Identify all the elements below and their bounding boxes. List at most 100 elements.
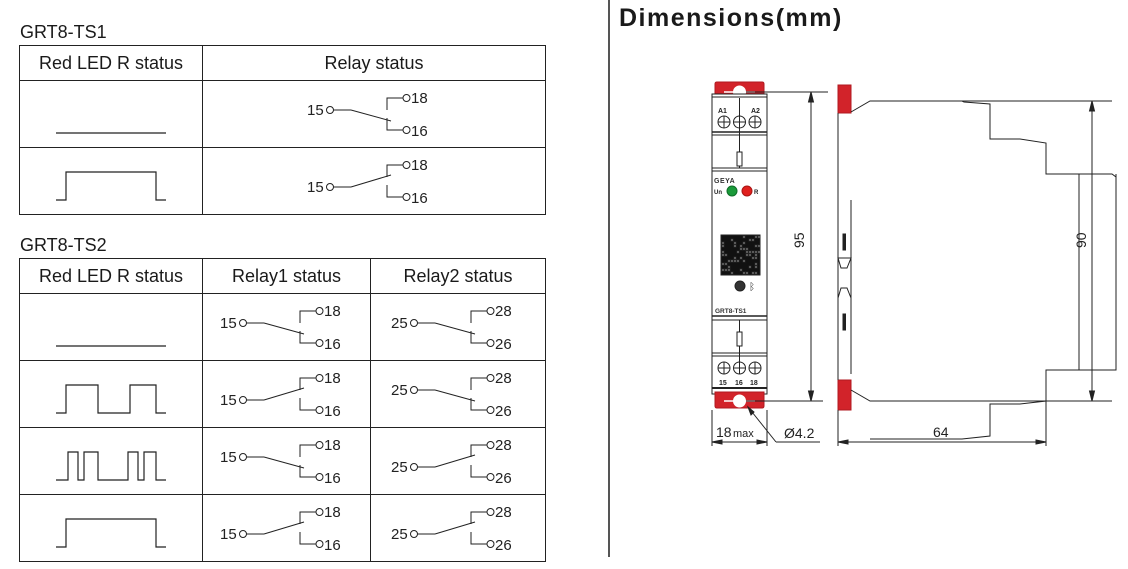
common-terminal-circle: [410, 530, 418, 538]
no-terminal-circle: [486, 441, 495, 449]
no-terminal-label: 18: [324, 437, 341, 454]
nc-contact-wire: [470, 398, 487, 411]
qr-module: [724, 262, 728, 266]
qr-module: [724, 268, 728, 272]
no-terminal-circle: [315, 307, 323, 315]
common-terminal-label: 15: [307, 179, 324, 196]
nc-contact-wire: [299, 532, 316, 545]
no-terminal-label: 18: [411, 157, 428, 174]
qr-module: [742, 271, 746, 275]
qr-module: [724, 253, 728, 257]
common-terminal-label: 25: [391, 459, 408, 476]
nc-terminal-circle: [315, 540, 323, 548]
ts1-header-led: Red LED R status: [19, 45, 203, 81]
terminal-label-a2: A2: [751, 108, 760, 115]
qr-module: [754, 256, 758, 260]
nc-terminal-circle: [486, 406, 495, 414]
led-on-waveform-icon: [56, 171, 166, 201]
qr-module: [754, 235, 758, 239]
setting-button: [734, 280, 746, 292]
common-terminal-label: 25: [391, 526, 408, 543]
led-un-green: [726, 185, 738, 197]
switch-blade: [434, 454, 476, 468]
nc-contact-wire: [299, 398, 316, 411]
qr-module: [727, 268, 731, 272]
waveform-line: [56, 171, 166, 201]
waveform-line: [56, 451, 166, 481]
no-contact-wire: [299, 511, 316, 524]
side-top-clip: [837, 84, 852, 114]
common-terminal-circle: [238, 453, 247, 461]
terminal-label-a1: A1: [718, 108, 727, 115]
nc-terminal-circle: [315, 406, 323, 414]
side-view: [837, 84, 1117, 440]
no-terminal-label: 18: [324, 370, 341, 387]
switch-blade: [350, 174, 392, 188]
nc-terminal-label: 16: [411, 190, 428, 207]
led-r-red: [741, 185, 753, 197]
no-terminal-label: 28: [495, 303, 512, 320]
qr-module: [757, 250, 761, 254]
section-divider: [608, 0, 610, 557]
nc-contact-wire: [299, 465, 316, 478]
no-terminal-label: 18: [324, 504, 341, 521]
no-terminal-circle: [315, 374, 323, 382]
common-terminal-circle: [410, 386, 418, 394]
common-terminal-circle: [410, 463, 418, 471]
switch-blade: [263, 322, 304, 335]
nc-terminal-label: 26: [495, 336, 512, 353]
dimension-drawing: A1 A2 GEYA Un R ᛒ GRT8-TS1 15 16: [711, 81, 1117, 446]
qr-module: [739, 247, 743, 251]
led-on-waveform-icon: [56, 518, 166, 548]
no-contact-wire: [470, 377, 487, 390]
nc-contact-wire: [386, 118, 403, 131]
qr-module: [727, 265, 731, 269]
qr-module: [748, 250, 752, 254]
terminal-label-15: 15: [719, 380, 727, 387]
qr-module: [721, 262, 725, 266]
no-contact-wire: [386, 164, 403, 177]
qr-module: [751, 271, 755, 275]
switch-blade: [263, 387, 304, 401]
led-fast-blink-waveform-icon: [56, 451, 166, 481]
qr-module: [721, 244, 725, 248]
no-terminal-circle: [402, 94, 411, 102]
no-terminal-circle: [402, 161, 411, 169]
no-contact-wire: [470, 310, 487, 323]
switch-blade: [434, 322, 476, 335]
qr-module: [745, 247, 749, 251]
qr-module: [739, 256, 743, 260]
switch-blade: [434, 389, 476, 402]
din-rail-slot-top: [842, 233, 846, 251]
qr-module: [754, 265, 758, 269]
no-terminal-circle: [315, 441, 323, 449]
qr-code-icon: [720, 234, 761, 276]
common-terminal-label: 15: [220, 315, 237, 332]
no-terminal-circle: [486, 307, 495, 315]
qr-module: [757, 244, 761, 248]
table-row: 15 18 16: [19, 147, 546, 215]
qr-module: [748, 253, 752, 257]
waveform-line: [56, 518, 166, 548]
common-terminal-circle: [326, 183, 334, 191]
no-contact-wire: [299, 444, 316, 457]
no-terminal-circle: [315, 508, 323, 516]
qr-module: [727, 259, 731, 263]
qr-module: [751, 256, 755, 260]
common-terminal-label: 15: [307, 102, 324, 119]
nc-terminal-label: 16: [324, 537, 341, 554]
qr-module: [754, 244, 758, 248]
nc-terminal-label: 16: [411, 123, 428, 140]
